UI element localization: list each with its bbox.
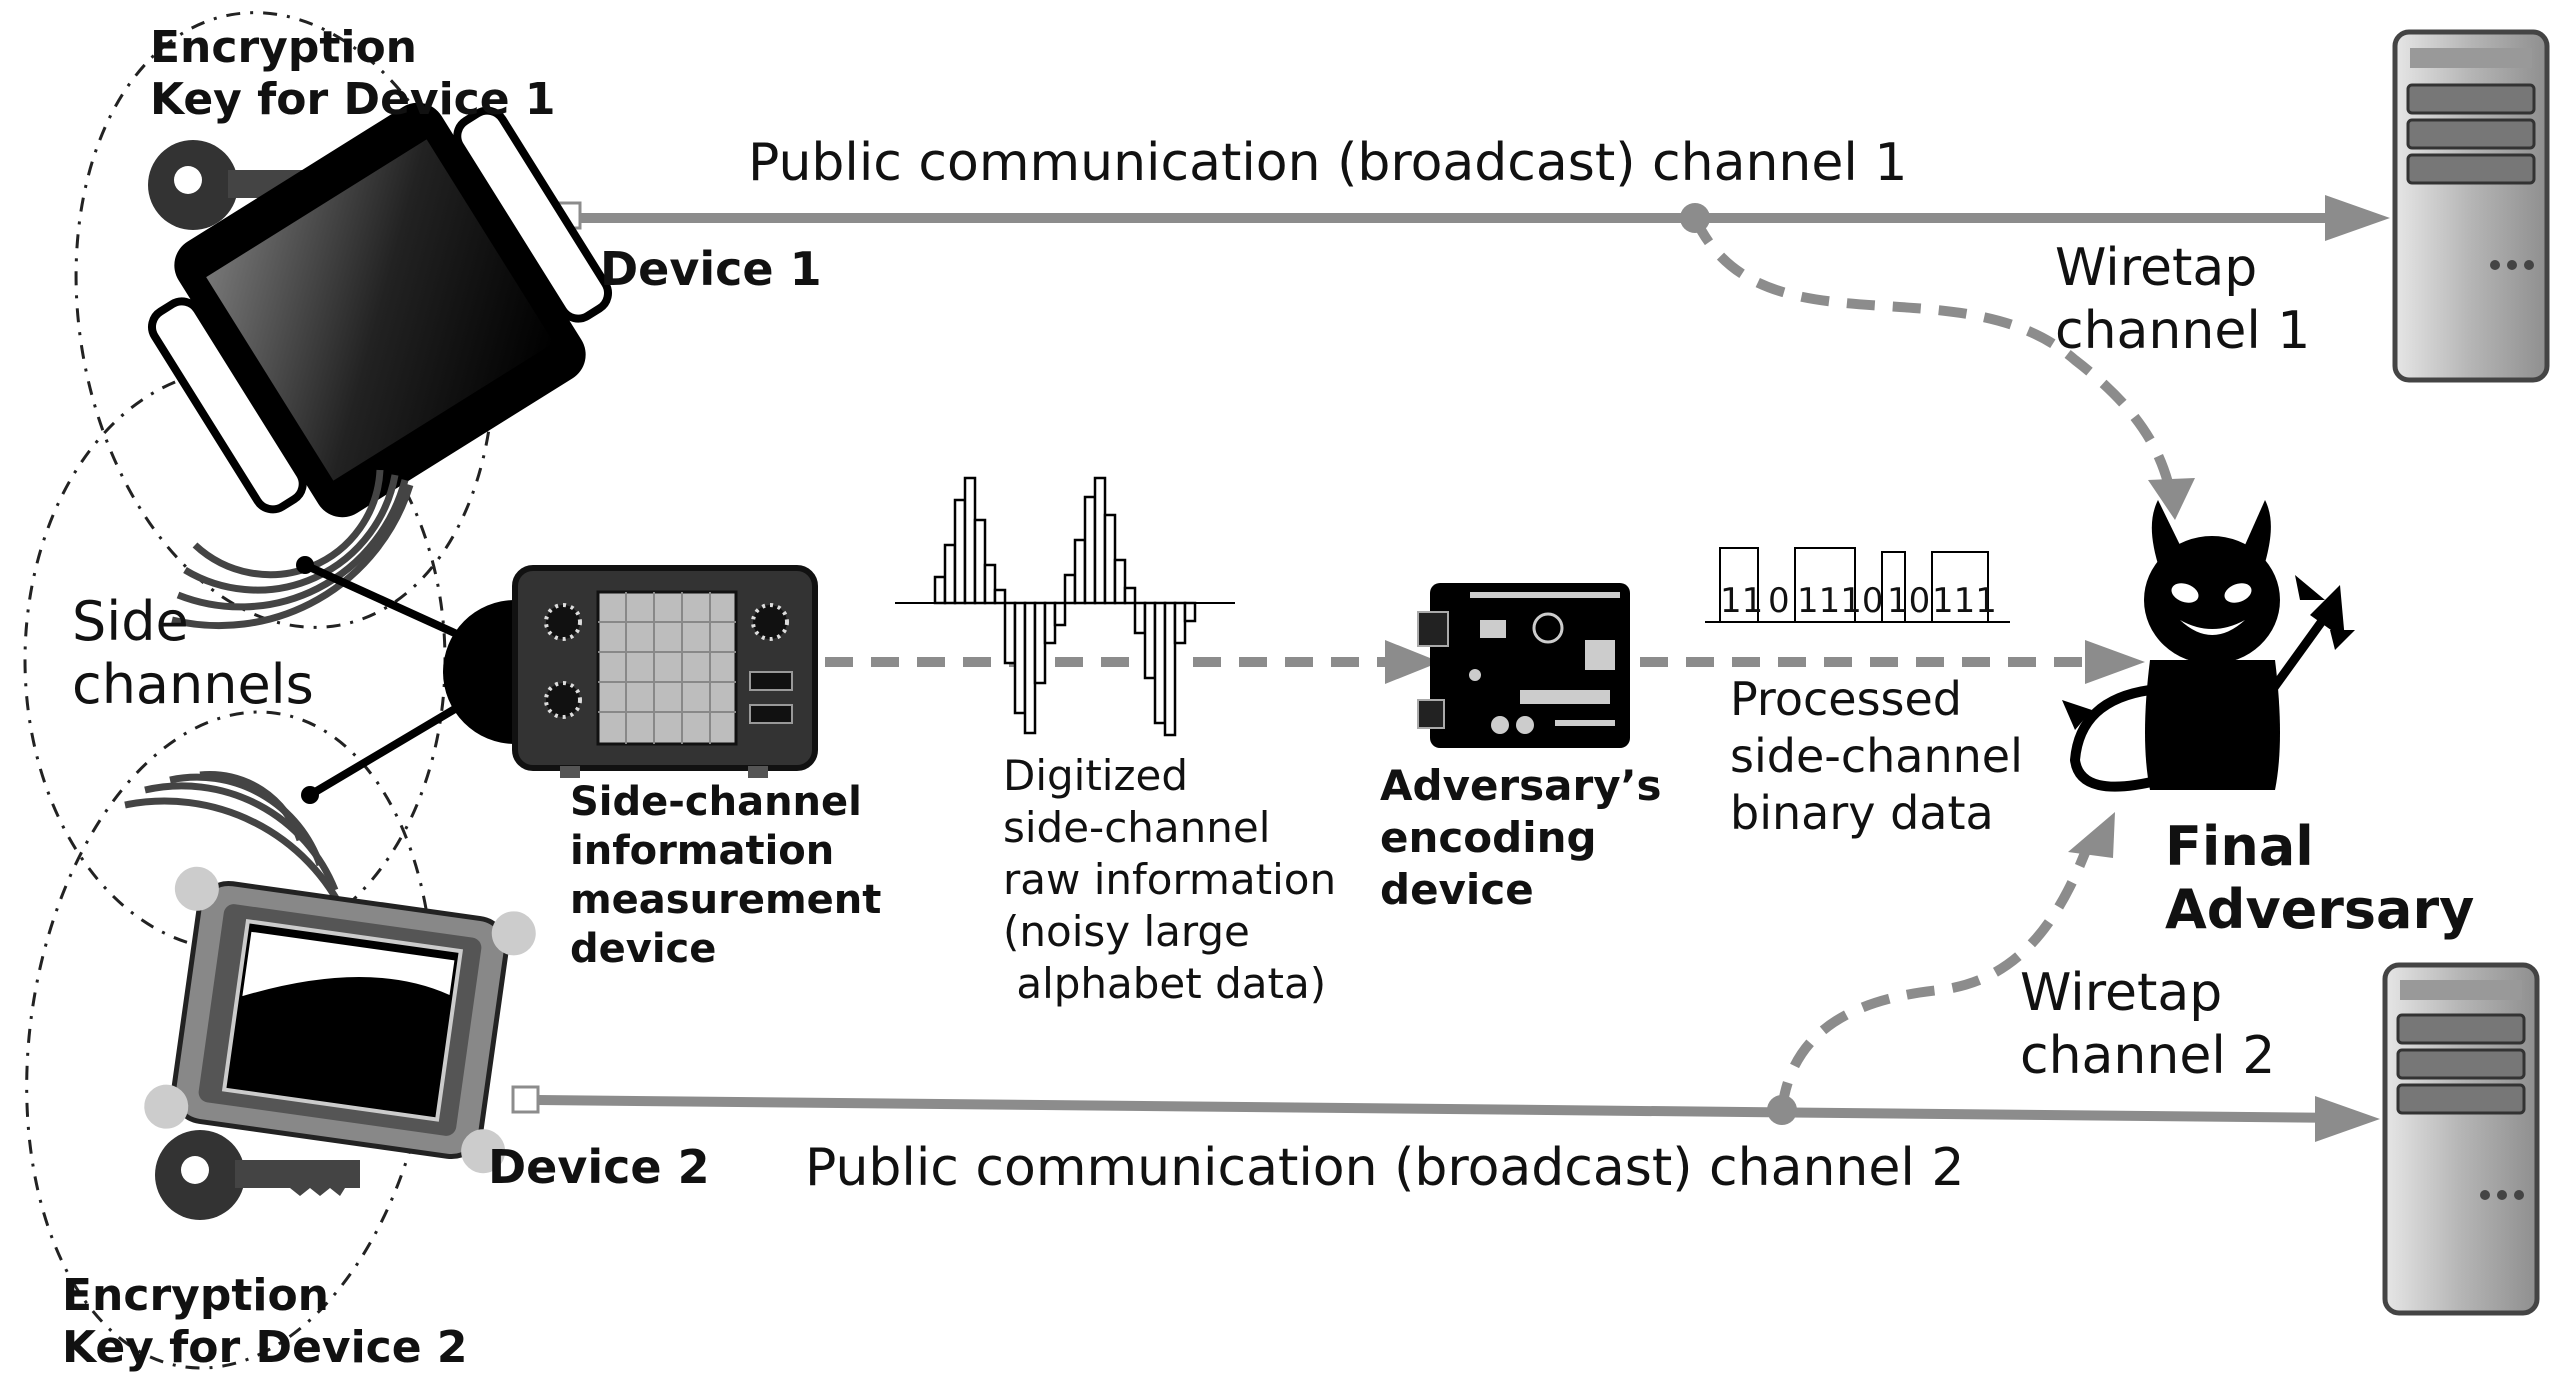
- side-channels-label-line1: Side: [72, 590, 189, 653]
- probe-cables: [303, 561, 473, 799]
- to-encoder-arrowhead: [1385, 640, 1440, 684]
- key1-label-line2: Key for Device 1: [150, 74, 556, 125]
- digitized-waveform: [895, 476, 1235, 737]
- processed-label-line1: Processed: [1730, 672, 1962, 726]
- processed-label-line3: binary data: [1730, 786, 1994, 840]
- wiretap1-label-line2: channel 1: [2055, 301, 2310, 361]
- wiretap2-arrowhead: [2068, 812, 2115, 858]
- oscilloscope-icon: [443, 565, 818, 778]
- measure-label-line3: measurement: [570, 877, 881, 923]
- encoder-label-line1: Adversary’s: [1380, 761, 1662, 810]
- side-channels-label-line2: channels: [72, 653, 314, 716]
- bit-group: 0: [1768, 581, 1790, 621]
- wiretap1-path: [1690, 215, 2175, 492]
- digitized-label-line4: (noisy large: [1003, 907, 1250, 956]
- encoder-label-line3: device: [1380, 865, 1534, 914]
- tablet-icon: [144, 866, 536, 1174]
- channel1-line: [553, 195, 2390, 241]
- digitized-label-line1: Digitized: [1003, 751, 1188, 800]
- server-icon: [2392, 29, 2550, 383]
- data-flow-path: [825, 640, 2145, 684]
- measure-label-line1: Side-channel: [570, 779, 862, 825]
- channel2-arrowhead: [2315, 1096, 2380, 1142]
- wiretap-paths: [1690, 215, 2175, 1111]
- device2-label: Device 2: [488, 1140, 710, 1194]
- digitized-label-line3: raw information: [1003, 855, 1336, 904]
- bit-group: 1110: [1797, 581, 1884, 621]
- measure-label-line4: device: [570, 926, 716, 972]
- key1-label: Encryption Key for Device 1: [150, 22, 556, 125]
- binary-pulse-train: [1705, 547, 2010, 623]
- wiretap1-arrowhead: [2148, 478, 2195, 520]
- measure-label-line2: information: [570, 828, 834, 874]
- to-adversary-arrowhead: [2085, 640, 2145, 684]
- encoder-label-line2: encoding: [1380, 813, 1597, 862]
- final-adversary-line1: Final: [2165, 815, 2314, 878]
- wiretap2-label-line1: Wiretap: [2020, 963, 2222, 1023]
- channel1-label: Public communication (broadcast) channel…: [748, 133, 1907, 193]
- wiretap2-label-line2: channel 2: [2020, 1026, 2275, 1086]
- bit-group: 11: [1720, 581, 1763, 621]
- signal-waves-icon: [124, 771, 349, 917]
- key-icon: [155, 1130, 360, 1220]
- device1-label: Device 1: [600, 242, 822, 296]
- smartphone-icon: [148, 102, 612, 518]
- wiretap2-path: [1777, 838, 2095, 1111]
- channel2-line: [511, 1085, 2380, 1142]
- final-adversary-line2: Adversary: [2165, 878, 2474, 941]
- digitized-label-line5: alphabet data): [1003, 959, 1326, 1008]
- devil-icon: [2062, 500, 2355, 792]
- processed-label-line2: side-channel: [1730, 729, 2023, 783]
- bit-group: 111: [1932, 581, 1997, 621]
- device2-port: [511, 1085, 540, 1114]
- key2-label-line1: Encryption: [62, 1270, 329, 1321]
- channel2-label: Public communication (broadcast) channel…: [805, 1138, 1964, 1198]
- wiretap1-label-line1: Wiretap: [2055, 238, 2257, 298]
- key1-label-line1: Encryption: [150, 22, 417, 73]
- probe-tip: [296, 556, 314, 574]
- circuit-board-icon: [1417, 583, 1630, 748]
- server-icon: [2382, 962, 2540, 1316]
- digitized-label-line2: side-channel: [1003, 803, 1270, 852]
- bit-group: 10: [1887, 581, 1930, 621]
- binary-digits: 11 0 1110 10 111: [1720, 581, 1997, 621]
- key2-label-line2: Key for Device 2: [62, 1322, 468, 1373]
- channel1-arrowhead: [2325, 195, 2390, 241]
- probe-tip: [301, 786, 319, 804]
